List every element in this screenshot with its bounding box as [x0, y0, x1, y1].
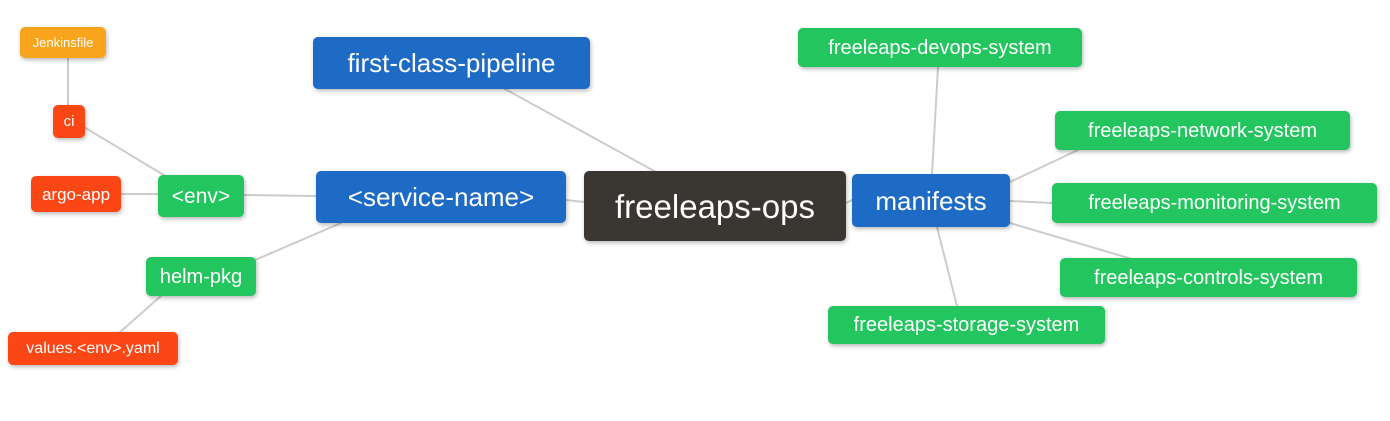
edge-ci-to-env	[83, 126, 168, 178]
node-values-env-yaml[interactable]: values.<env>.yaml	[8, 332, 178, 365]
node-freeleaps-storage-system[interactable]: freeleaps-storage-system	[828, 306, 1105, 344]
node-label: helm-pkg	[159, 265, 243, 288]
node-label: values.<env>.yaml	[26, 339, 160, 357]
node-label: freeleaps-controls-system	[1094, 266, 1323, 289]
node-ci[interactable]: ci	[53, 105, 85, 138]
edge-manifests-to-monitoring-system	[1009, 200, 1053, 204]
edge-service-name-to-freeleaps-ops	[565, 199, 585, 203]
node-label: Jenkinsfile	[32, 35, 94, 50]
node-label: freeleaps-network-system	[1088, 119, 1317, 142]
node-first-class-pipeline[interactable]: first-class-pipeline	[313, 37, 590, 89]
edge-first-class-pipeline-to-freeleaps-ops	[504, 88, 657, 173]
node-label: freeleaps-devops-system	[828, 36, 1052, 59]
edge-manifests-to-network-system	[1009, 149, 1079, 183]
node-label: manifests	[875, 185, 987, 216]
node-label: freeleaps-ops	[615, 187, 815, 225]
node-label: <service-name>	[347, 182, 535, 212]
node-label: first-class-pipeline	[347, 48, 556, 78]
node-freeleaps-controls-system[interactable]: freeleaps-controls-system	[1060, 258, 1357, 297]
node-service-name[interactable]: <service-name>	[316, 171, 566, 223]
edge-manifests-to-storage-system	[936, 226, 958, 307]
node-freeleaps-monitoring-system[interactable]: freeleaps-monitoring-system	[1052, 183, 1377, 223]
edge-manifests-to-controls-system	[1009, 222, 1133, 260]
edge-values-env-yaml-to-helm-pkg	[118, 294, 163, 334]
node-freeleaps-network-system[interactable]: freeleaps-network-system	[1055, 111, 1350, 150]
node-label: freeleaps-monitoring-system	[1088, 192, 1341, 214]
node-label: argo-app	[41, 184, 111, 204]
node-manifests[interactable]: manifests	[852, 174, 1010, 227]
node-env[interactable]: <env>	[158, 175, 244, 217]
node-argo-app[interactable]: argo-app	[31, 176, 121, 212]
node-jenkinsfile[interactable]: Jenkinsfile	[20, 27, 106, 58]
edge-helm-pkg-to-service-name	[254, 222, 342, 261]
edge-env-to-service-name	[243, 194, 317, 197]
node-label: freeleaps-storage-system	[853, 314, 1080, 336]
edge-manifests-to-devops-system	[931, 66, 939, 175]
node-freeleaps-devops-system[interactable]: freeleaps-devops-system	[798, 28, 1082, 67]
node-helm-pkg[interactable]: helm-pkg	[146, 257, 256, 296]
node-freeleaps-ops-root[interactable]: freeleaps-ops	[584, 171, 846, 241]
node-label: ci	[63, 113, 75, 130]
node-label: <env>	[171, 184, 231, 208]
